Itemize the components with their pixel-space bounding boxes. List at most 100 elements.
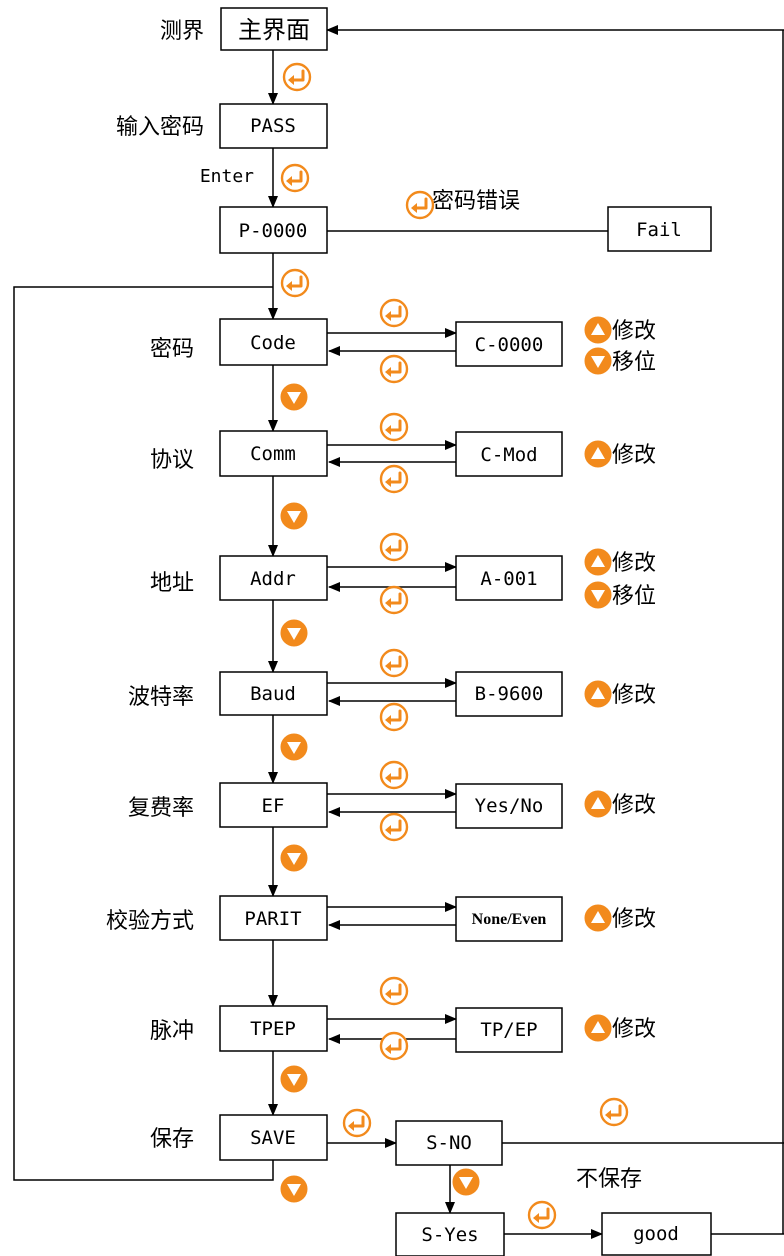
enter-key-icon (379, 976, 409, 1006)
hint-tpep-modify: 修改 (612, 1017, 656, 1042)
node-p0000-text: P-0000 (239, 220, 308, 242)
enter-key-icon (282, 62, 312, 92)
node-a001-text: A-001 (480, 568, 537, 590)
hint-baud-modify: 修改 (612, 683, 656, 708)
node-b9600-text: B-9600 (475, 683, 544, 705)
node-s-yes: S-Yes (395, 1212, 505, 1256)
enter-key-icon (379, 1031, 409, 1061)
node-code-text: Code (250, 332, 296, 354)
node-baud: Baud (219, 671, 328, 716)
label-wrong-password: 密码错误 (432, 189, 520, 214)
enter-key-icon (379, 585, 409, 615)
node-addr-text: Addr (250, 568, 296, 590)
down-arrow-key-icon (280, 844, 308, 872)
enter-key-icon (342, 1108, 372, 1138)
hint-parit-modify: 修改 (612, 907, 656, 932)
label-pass: 输入密码 (116, 115, 204, 140)
enter-key-icon (379, 532, 409, 562)
node-s-no-text: S-NO (426, 1132, 472, 1154)
enter-key-icon (379, 648, 409, 678)
node-good: good (601, 1212, 712, 1256)
node-addr: Addr (219, 555, 328, 601)
label-tpep: 脉冲 (150, 1019, 194, 1044)
label-main: 测界 (160, 19, 204, 44)
down-arrow-key-icon (280, 1065, 308, 1093)
node-tp-ep: TP/EP (455, 1007, 563, 1053)
node-tpep: TPEP (219, 1005, 328, 1052)
node-b9600: B-9600 (455, 671, 563, 717)
connector-lines (13, 25, 784, 1239)
label-addr: 地址 (150, 571, 194, 596)
up-arrow-key-icon (584, 316, 612, 344)
up-arrow-key-icon (584, 440, 612, 468)
node-cmod: C-Mod (455, 431, 563, 477)
enter-key-icon (379, 354, 409, 384)
label-ef: 复费率 (128, 796, 194, 821)
label-parit: 校验方式 (106, 909, 194, 934)
node-fail-text: Fail (636, 219, 682, 241)
enter-key-icon (379, 298, 409, 328)
node-good-text: good (633, 1223, 679, 1245)
hint-ef-modify: 修改 (612, 793, 656, 818)
node-fail: Fail (607, 206, 712, 252)
up-arrow-key-icon (584, 904, 612, 932)
node-tp-ep-text: TP/EP (480, 1019, 537, 1041)
down-arrow-key-icon (452, 1168, 480, 1196)
hint-code-modify: 修改 (612, 319, 656, 344)
up-arrow-key-icon (584, 548, 612, 576)
enter-key-icon (599, 1097, 629, 1127)
node-main-screen: 主界面 (220, 7, 328, 51)
label-comm: 协议 (150, 448, 194, 473)
hint-addr-shift: 移位 (612, 584, 656, 609)
node-c0000: C-0000 (455, 321, 563, 367)
node-code: Code (219, 318, 328, 366)
down-arrow-key-icon (280, 1175, 308, 1203)
node-none-even-text: None/Even (472, 911, 547, 928)
hint-addr: 修改 移位 (584, 548, 656, 609)
down-arrow-key-icon (584, 347, 612, 375)
node-baud-text: Baud (250, 683, 296, 705)
node-main-screen-text: 主界面 (238, 16, 310, 44)
node-parit-text: PARIT (244, 908, 301, 930)
enter-key-icon (379, 464, 409, 494)
label-enter: Enter (200, 166, 254, 187)
node-ef: EF (219, 782, 328, 828)
node-yesno: Yes/No (455, 783, 563, 829)
enter-key-icon (379, 702, 409, 732)
enter-key-icon (379, 412, 409, 442)
down-arrow-key-icon (584, 581, 612, 609)
down-arrow-key-icon (280, 733, 308, 761)
label-code: 密码 (150, 337, 194, 362)
down-arrow-key-icon (280, 619, 308, 647)
node-s-yes-text: S-Yes (421, 1224, 478, 1246)
node-comm-text: Comm (250, 443, 296, 465)
hint-comm: 修改 (584, 440, 656, 468)
node-save-text: SAVE (250, 1127, 296, 1149)
hint-code-shift: 移位 (612, 350, 656, 375)
node-yesno-text: Yes/No (475, 795, 544, 817)
up-arrow-key-icon (584, 680, 612, 708)
node-pass: PASS (219, 103, 328, 149)
hint-code: 修改 移位 (584, 316, 656, 375)
label-no-save: 不保存 (576, 1167, 642, 1192)
enter-key-icon (379, 812, 409, 842)
up-arrow-key-icon (584, 790, 612, 818)
node-comm: Comm (219, 430, 328, 477)
hint-parit: 修改 (584, 904, 656, 932)
node-none-even: None/Even (455, 896, 563, 942)
enter-key-icon (405, 190, 435, 220)
node-cmod-text: C-Mod (480, 444, 537, 466)
node-ef-text: EF (262, 795, 285, 817)
hint-addr-modify: 修改 (612, 551, 656, 576)
hint-baud: 修改 (584, 680, 656, 708)
enter-key-icons (280, 62, 629, 1230)
hint-tpep: 修改 (584, 1014, 656, 1042)
hint-comm-modify: 修改 (612, 443, 656, 468)
node-a001: A-001 (455, 555, 563, 601)
node-save: SAVE (219, 1114, 328, 1161)
down-arrow-key-icon (280, 383, 308, 411)
enter-key-icon (280, 268, 310, 298)
enter-key-icon (527, 1200, 557, 1230)
up-arrow-key-icon (584, 1014, 612, 1042)
node-pass-text: PASS (250, 115, 296, 137)
